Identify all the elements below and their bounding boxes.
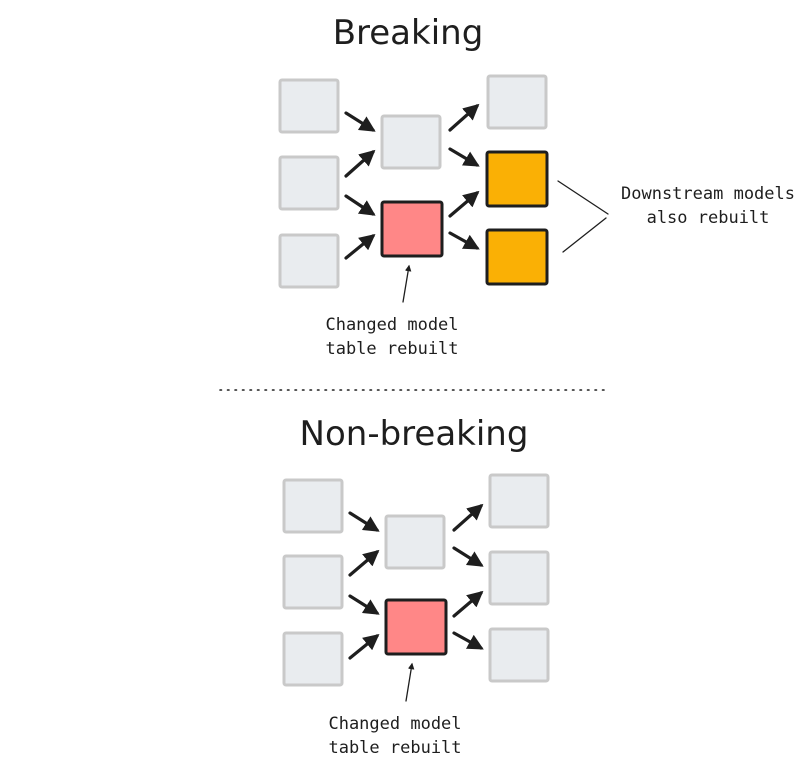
nb-changed-model-node (384, 598, 448, 656)
edge-source2-to-changed (344, 194, 376, 216)
nb-edge-unchanged-to-downstream-a (452, 503, 484, 532)
changed-model-node (380, 200, 444, 258)
nb-changed-note-line-1: Changed model (328, 714, 461, 734)
nb-source-model-node-1 (282, 478, 344, 534)
edge-unchanged-to-downstream-b (448, 147, 480, 167)
breaking-section: Breaking Downstream models also rebuilt … (278, 13, 795, 359)
non-breaking-title: Non-breaking (300, 414, 529, 454)
downstream-note-line-2: also rebuilt (647, 208, 770, 228)
nb-source-model-node-2 (282, 554, 344, 610)
unchanged-model-node (380, 114, 442, 170)
non-breaking-section: Non-breaking Changed model table rebuilt (282, 414, 550, 758)
edge-changed-to-downstream-b (448, 190, 480, 218)
nb-downstream-node-2 (488, 550, 550, 606)
changed-note-line-2: table rebuilt (325, 339, 458, 359)
downstream-unaffected-node (486, 74, 548, 130)
nb-edge-changed-to-downstream-b (452, 590, 484, 618)
nb-changed-callout-arrow (405, 662, 415, 702)
nb-source-model-node-3 (282, 631, 344, 687)
nb-edge-source2-to-changed (348, 594, 380, 615)
nb-downstream-node-1 (488, 473, 550, 529)
edge-source2-to-unchanged (344, 149, 376, 178)
downstream-callout-line-1 (557, 180, 609, 215)
nb-edge-changed-to-downstream-c (452, 631, 484, 650)
nb-unchanged-model-node (384, 514, 446, 570)
downstream-rebuilt-node-1 (485, 150, 549, 208)
breaking-title: Breaking (333, 13, 484, 53)
changed-callout-arrow (402, 264, 412, 303)
nb-edge-source3-to-changed (348, 633, 380, 660)
source-model-node-3 (278, 233, 340, 289)
edge-changed-to-downstream-c (448, 231, 480, 250)
edge-source1-to-unchanged (344, 111, 376, 132)
nb-edge-unchanged-to-downstream-b (452, 546, 484, 567)
downstream-callout-line-2 (562, 217, 607, 253)
downstream-rebuilt-node-2 (485, 228, 549, 286)
source-model-node-2 (278, 155, 340, 211)
nb-edge-source1-to-unchanged (348, 511, 380, 532)
nb-downstream-node-3 (488, 627, 550, 683)
changed-note-line-1: Changed model (325, 315, 458, 335)
nb-changed-note-line-2: table rebuilt (328, 738, 461, 758)
edge-source3-to-changed (344, 233, 376, 260)
source-model-node-1 (278, 78, 340, 134)
nb-edge-source2-to-unchanged (348, 549, 380, 577)
downstream-note-line-1: Downstream models (621, 184, 795, 204)
edge-unchanged-to-downstream-a (448, 103, 480, 132)
